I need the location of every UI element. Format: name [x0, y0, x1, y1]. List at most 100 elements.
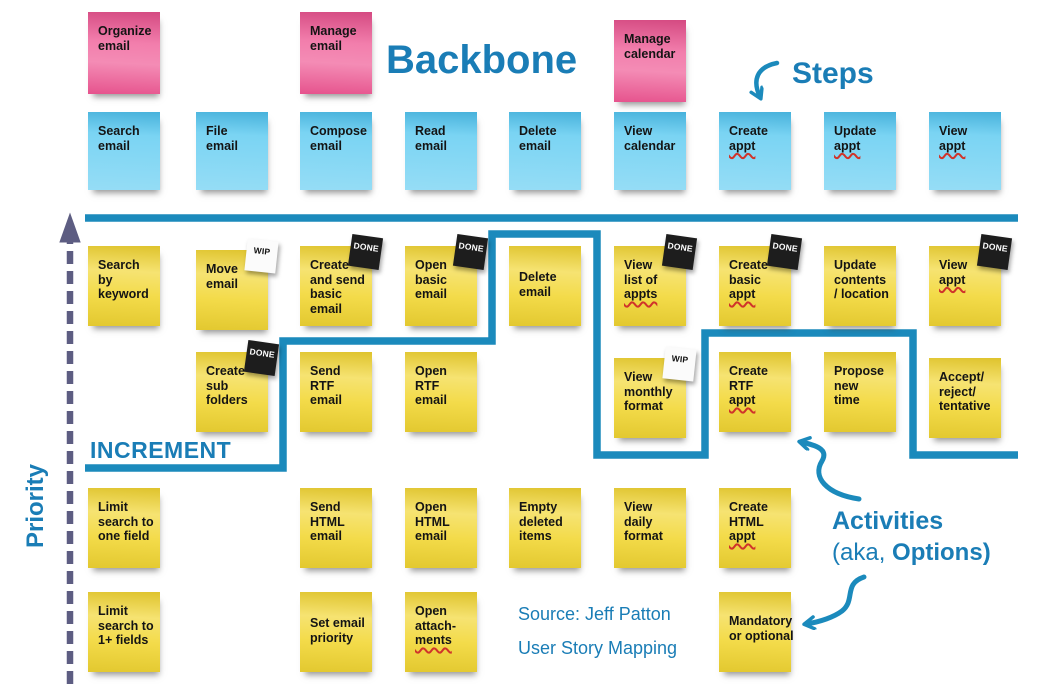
activities-sub-bold: Options) — [892, 539, 991, 566]
note-text-line: Create — [729, 124, 768, 138]
done-tag: DONE — [243, 339, 280, 377]
note-text-line: Send — [310, 364, 341, 378]
note-text-line: Update — [834, 124, 877, 138]
note-text-line: appt — [939, 138, 966, 153]
note-text-line: email — [519, 284, 551, 299]
note-text-line: 1+ fields — [98, 633, 149, 647]
note-text-line: reject/ — [939, 384, 976, 399]
note-text-line: daily — [624, 514, 653, 529]
note-text-line: View — [624, 124, 653, 138]
note-text-line: HTML — [415, 514, 450, 529]
note-text-line: Limit — [98, 604, 128, 618]
note-text-line: email — [98, 138, 130, 153]
note-text-line: email — [415, 287, 447, 301]
note-text-line: basic — [729, 272, 761, 287]
note-text-line: Limit — [98, 500, 128, 514]
options-arrow-icon — [806, 574, 867, 624]
note-text-line: format — [624, 399, 663, 413]
wip-tag: WIP — [662, 346, 697, 382]
note-text-line: search to — [98, 514, 154, 529]
note-text-line: View — [624, 258, 653, 272]
note-text-line: appt — [729, 138, 756, 153]
note-text-line: basic — [310, 287, 342, 301]
note-text-line: email — [98, 38, 130, 53]
note-text-line: time — [834, 393, 860, 407]
note-text-line: or optional — [729, 628, 794, 643]
note-text-line: Create — [729, 500, 768, 514]
note-text-line: Open — [415, 364, 447, 378]
sticky-note-accept-reject-tentative[interactable]: Accept/reject/tentative — [929, 358, 1001, 438]
note-text-line: folders — [206, 393, 248, 407]
wip-tag: WIP — [244, 238, 279, 274]
note-text-line: calendar — [624, 46, 676, 61]
note-text-line: Mandatory — [729, 614, 793, 628]
activities-arrow-icon — [801, 442, 862, 502]
note-text-line: Search — [98, 124, 140, 138]
note-text-line: tentative — [939, 399, 991, 413]
note-text-line: View — [939, 258, 968, 272]
note-text-line: basic — [415, 272, 447, 287]
note-text-line: deleted — [519, 514, 563, 529]
activities-sub-label: (aka, Options) — [832, 539, 991, 567]
note-text-line: Search — [98, 258, 140, 272]
steps-arrow-icon — [756, 60, 780, 97]
note-text-line: priority — [310, 630, 354, 645]
note-text-line: Move — [206, 262, 238, 276]
note-text-line: new — [834, 378, 859, 393]
done-tag: DONE — [976, 233, 1013, 271]
note-text-line: Organize — [98, 24, 152, 38]
note-text-line: Open — [415, 604, 447, 618]
note-text-line: email — [310, 393, 342, 407]
note-text-line: Set email — [310, 616, 365, 630]
note-text-line: list of — [624, 272, 658, 287]
note-text-line: appt — [729, 393, 756, 407]
note-text-line: / location — [834, 287, 889, 301]
note-text-line: by — [98, 272, 113, 287]
note-text-line: email — [415, 393, 447, 407]
note-text-line: items — [519, 529, 552, 543]
note-text-line: email — [415, 138, 447, 153]
note-text-line: email — [519, 138, 551, 153]
activities-sub-prefix: (aka, — [832, 539, 893, 566]
note-text-line: Empty — [519, 500, 558, 514]
